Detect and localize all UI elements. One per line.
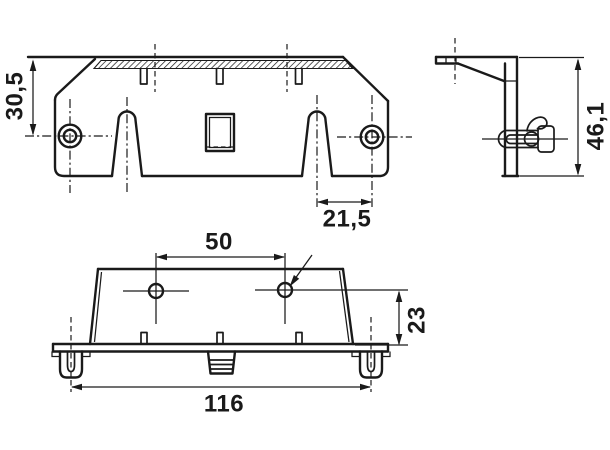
dim-label-body-height: 23	[404, 306, 431, 334]
front-gasket-hatch	[92, 59, 354, 70]
dimension-overall-width: 116	[71, 383, 371, 418]
dimension-side-height: 46,1	[519, 56, 610, 177]
side-bracket-outline	[434, 55, 520, 178]
bottom-view: 50 23 116	[51, 229, 431, 418]
dim-label-overall-width: 116	[204, 391, 244, 418]
front-mounting-holes	[57, 123, 385, 150]
front-square-hole	[204, 112, 236, 153]
dimension-slot-to-hole: 21,5	[317, 198, 372, 233]
bottom-tabs	[140, 331, 303, 345]
side-centerlines	[454, 38, 568, 140]
dim-label-front-height: 30,5	[2, 72, 29, 121]
bottom-centerlines	[70, 253, 408, 392]
bottom-clips	[51, 350, 391, 379]
dimension-front-height: 30,5	[2, 59, 37, 136]
side-screw-detail	[497, 116, 555, 153]
dim-label-hole-spacing: 50	[205, 229, 233, 256]
bottom-connector	[206, 350, 237, 375]
dimension-body-height: 23	[355, 290, 431, 346]
front-slots	[110, 110, 334, 178]
dim-label-side-height: 46,1	[583, 102, 610, 151]
bottom-body-outline	[51, 267, 390, 353]
front-view: 30,5 21,5	[2, 44, 412, 233]
dim-label-slot-to-hole: 21,5	[323, 206, 372, 233]
front-centerlines	[25, 44, 412, 207]
front-tabs	[139, 67, 303, 85]
front-body-outline	[26, 55, 390, 178]
side-view: 46,1	[434, 38, 610, 178]
dimension-hole-spacing: 50	[156, 229, 285, 261]
bottom-holes	[147, 281, 294, 300]
leader-arrow	[289, 254, 313, 287]
